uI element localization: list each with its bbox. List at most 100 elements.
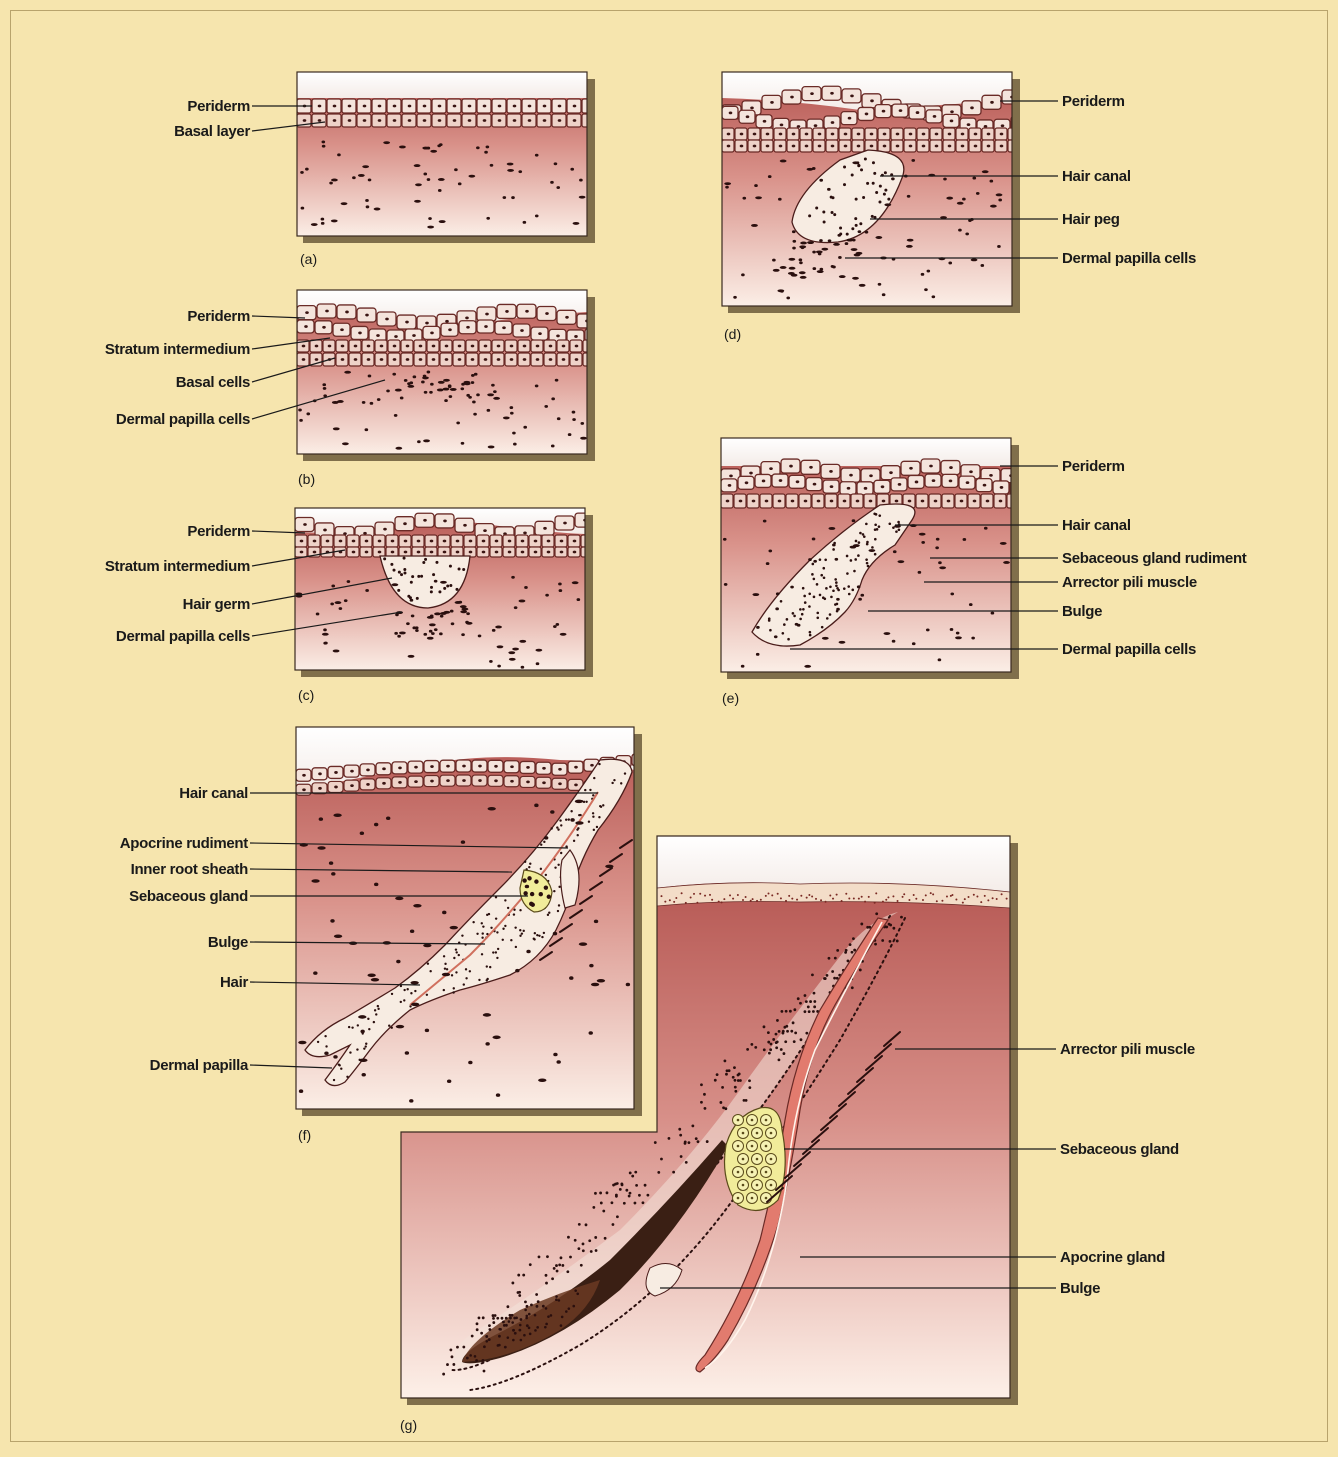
dermal-cell-dot	[427, 371, 431, 374]
dermal-cell-dot	[483, 1013, 491, 1017]
sheath-dot	[634, 1171, 637, 1174]
follicle-cell-dot	[809, 634, 812, 637]
sheath-dot	[728, 1069, 731, 1072]
sheath-dot	[551, 1277, 554, 1280]
dermal-cell-dot	[472, 401, 476, 404]
follicle-cell-dot	[830, 596, 833, 599]
dermal-cell-dot	[497, 665, 501, 668]
dermal-cell-dot	[434, 612, 441, 615]
sheath-dot	[592, 1206, 595, 1209]
follicle-cell-dot	[865, 558, 868, 561]
dermal-cell-dot	[331, 219, 338, 222]
dermal-cell-dot	[839, 275, 846, 278]
follicle-cell-dot	[451, 974, 453, 976]
cell-nucleus	[528, 119, 532, 122]
sheath-dot	[520, 1318, 523, 1321]
cell-nucleus	[423, 519, 427, 522]
epidermis-dot	[699, 893, 701, 895]
cell-nucleus	[313, 551, 317, 554]
sheath-dot	[780, 1048, 783, 1051]
dermal-cell-dot	[487, 393, 494, 396]
follicle-cell-dot	[787, 638, 790, 641]
follicle-cell-dot	[543, 841, 545, 843]
dermal-cell-dot	[800, 276, 807, 279]
cell-nucleus	[558, 119, 562, 122]
follicle-cell-dot	[558, 904, 560, 906]
cell-nucleus	[406, 345, 410, 348]
cell-nucleus	[412, 334, 416, 337]
follicle-cell-dot	[529, 902, 533, 906]
dermal-cell-dot	[981, 264, 985, 267]
dermal-cell-dot	[437, 144, 441, 147]
follicle-cell-dot	[495, 951, 497, 953]
cell-nucleus	[970, 106, 974, 109]
follicle-cell-dot	[854, 558, 857, 561]
follicle-cell-dot	[530, 892, 534, 896]
cell-nucleus	[363, 532, 367, 535]
dermal-cell-dot	[788, 272, 795, 275]
cell-nucleus	[1000, 486, 1004, 489]
cell-nucleus	[883, 145, 887, 148]
sheath-dot	[654, 1141, 657, 1144]
dermal-cell-dot	[391, 583, 398, 586]
follicle-cell-dot	[855, 224, 858, 227]
dermal-cell-dot	[597, 979, 605, 983]
cell-nucleus	[365, 540, 369, 543]
follicle-cell-dot	[429, 970, 431, 972]
cell-nucleus	[303, 523, 307, 526]
follicle-cell-dot	[367, 1018, 369, 1020]
dermal-cell-dot	[344, 599, 348, 602]
dermal-cell-dot	[427, 226, 434, 229]
dermal-cell-dot	[907, 195, 911, 198]
sheath-dot	[805, 1000, 808, 1003]
cell-nucleus	[543, 105, 547, 108]
cell-nucleus	[358, 332, 362, 335]
cell-nucleus	[521, 540, 525, 543]
follicle-cell-dot	[547, 914, 549, 916]
epidermis-dot	[984, 895, 986, 897]
follicle-cell-dot	[375, 1013, 377, 1015]
sheath-dot	[518, 1291, 521, 1294]
follicle-cell-dot	[438, 590, 441, 593]
follicle-cell-dot	[554, 866, 556, 868]
dermal-cell-dot	[756, 626, 760, 629]
dermal-cell-dot	[358, 1015, 366, 1019]
dermal-cell-dot	[997, 245, 1001, 248]
follicle-cell-dot	[519, 909, 521, 911]
cell-nucleus	[523, 358, 527, 361]
follicle-cell-dot	[883, 193, 886, 196]
follicle-cell-dot	[416, 597, 419, 600]
sheath-dot	[695, 1137, 698, 1140]
dermal-cell-dot	[591, 983, 599, 987]
cell-nucleus	[443, 540, 447, 543]
follicle-cell-dot	[557, 828, 559, 830]
epidermis-dot	[777, 893, 779, 895]
cell-nucleus	[745, 481, 749, 484]
label-sebaceous-gland-rudiment-e: Sebaceous gland rudiment	[1062, 550, 1247, 567]
follicle-cell-dot	[829, 613, 832, 616]
sheath-dot	[859, 969, 862, 972]
dermal-cell-dot	[875, 236, 882, 239]
dermal-cell-dot	[742, 197, 746, 200]
dermal-cell-dot	[322, 140, 326, 143]
cell-nucleus	[830, 500, 834, 503]
cell-nucleus	[323, 529, 327, 532]
sheath-dot	[793, 1008, 796, 1011]
cell-nucleus	[398, 766, 402, 769]
cell-nucleus	[831, 133, 835, 136]
epidermis-dot	[861, 896, 863, 898]
dermal-cell-dot	[558, 583, 562, 586]
cell-nucleus	[478, 765, 482, 768]
sheath-dot	[853, 949, 856, 952]
epidermis-dot	[723, 898, 725, 900]
follicle-cell-dot	[855, 540, 858, 543]
follicle-cell-dot	[589, 789, 591, 791]
follicle-cell-dot	[835, 581, 838, 584]
follicle-cell-dot	[592, 816, 594, 818]
sheath-dot	[797, 997, 800, 1000]
cell-nucleus	[558, 105, 562, 108]
dermal-cell-dot	[324, 1051, 328, 1055]
dermal-cell-dot	[556, 623, 560, 626]
label-periderm-e: Periderm	[1062, 458, 1125, 475]
dermal-cell-dot	[724, 182, 731, 185]
